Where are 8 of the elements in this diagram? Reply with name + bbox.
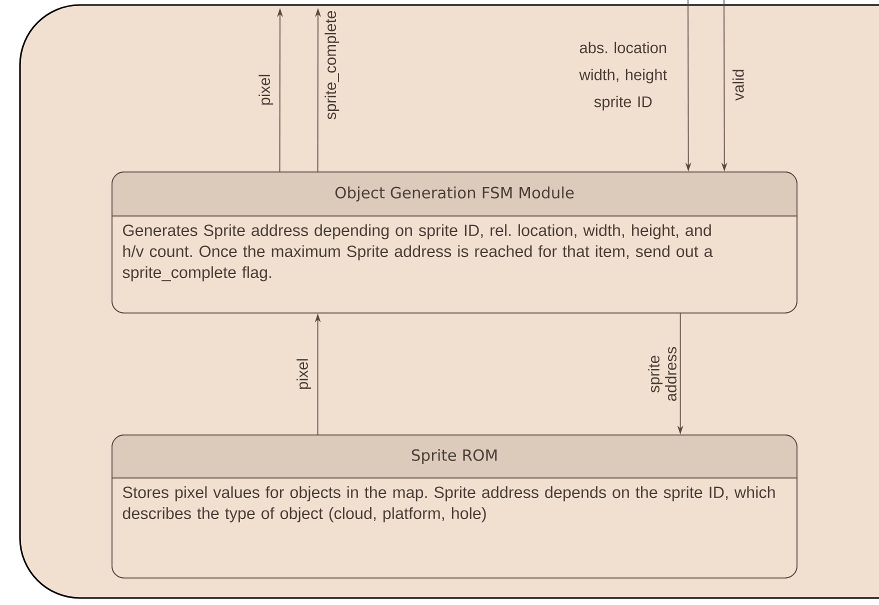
module-box: Sprite ROM Stores pixel values for objects in the map. Sprite address depends on the sprite ID, which describes the type of object (cloud, platform, hole) — [112, 434, 798, 578]
edge-label: valid — [732, 70, 744, 101]
edge-label: pixel — [258, 74, 274, 105]
edge-label: pixel — [296, 359, 312, 389]
edge-label: sprite_complete — [324, 11, 340, 120]
edge-label: abs. location width, height sprite ID — [579, 42, 667, 110]
edge-label: sprite address — [648, 347, 676, 401]
module-box: Object Generation FSM Module Generates Sprite address depending on sprite ID, rel. location, width, height, and h/v count. Once the maximum Sprite address is reached for that item, send out a sprite_complete flag. — [112, 172, 798, 314]
